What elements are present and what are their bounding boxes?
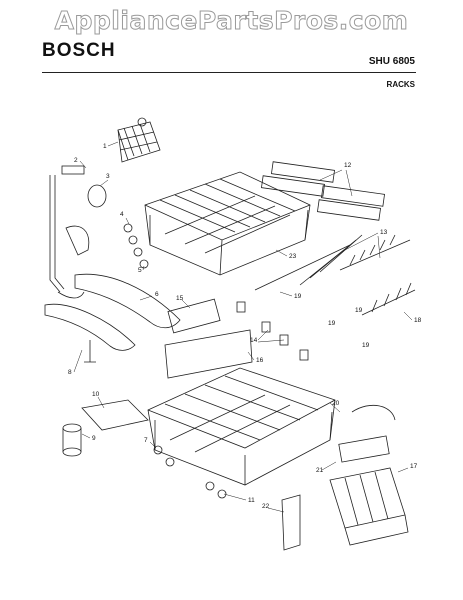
part-detergent-box <box>281 494 301 551</box>
callout-19a: 19 <box>294 293 302 300</box>
callout-4: 4 <box>120 211 124 218</box>
part-lower-arm-hub <box>84 340 96 363</box>
watermark: AppliancePartsPros.com <box>54 6 409 36</box>
callout-2: 2 <box>74 157 78 164</box>
part-upper-spray-arm <box>74 273 181 329</box>
callout-19b: 19 <box>328 320 336 327</box>
part-tine-strip <box>167 298 221 334</box>
callout-17: 17 <box>410 463 418 470</box>
brand-logo: BOSCH <box>42 40 116 61</box>
callout-18: 18 <box>414 317 422 324</box>
callout-6: 6 <box>155 291 159 298</box>
callout-10: 10 <box>92 391 100 398</box>
callout-8: 8 <box>68 369 72 376</box>
callout-3: 3 <box>106 173 110 180</box>
callout-16: 16 <box>256 357 264 364</box>
callout-1: 1 <box>103 143 107 150</box>
callout-21: 21 <box>316 467 324 474</box>
callout-13: 13 <box>380 229 388 236</box>
part-folding-tines <box>254 234 416 316</box>
callout-22: 22 <box>262 503 270 510</box>
callout-15: 15 <box>176 295 184 302</box>
part-cutlery-basket <box>329 404 409 546</box>
part-upper-rack <box>144 171 311 276</box>
callout-11: 11 <box>248 497 255 504</box>
part-tine-clips <box>261 161 385 221</box>
callout-14: 14 <box>250 337 258 344</box>
part-lower-rack <box>147 367 336 486</box>
section-title: RACKS <box>386 80 415 89</box>
part-filter-plate <box>81 399 149 431</box>
part-lower-spray-arm <box>44 303 136 351</box>
callout-12: 12 <box>344 162 352 169</box>
callout-19c: 19 <box>355 307 363 314</box>
part-lower-tine-section <box>164 329 253 379</box>
part-upper-rollers <box>123 223 149 269</box>
header-rule <box>42 72 416 73</box>
callout-7: 7 <box>144 437 148 444</box>
leader-lines <box>73 141 413 513</box>
part-cutlery-basket-small <box>117 117 161 163</box>
part-lower-rollers <box>153 445 227 499</box>
callout-5: 5 <box>138 267 142 274</box>
part-filter <box>62 423 82 457</box>
part-clips <box>236 301 309 361</box>
callout-9: 9 <box>92 435 96 442</box>
model-number: SHU 6805 <box>368 56 415 67</box>
part-cap <box>87 184 107 208</box>
callout-20: 20 <box>332 400 340 407</box>
part-supply-pipe <box>49 165 85 299</box>
part-spray-arm-bracket <box>65 225 90 256</box>
callout-19d: 19 <box>362 342 370 349</box>
callout-23: 23 <box>289 253 297 260</box>
